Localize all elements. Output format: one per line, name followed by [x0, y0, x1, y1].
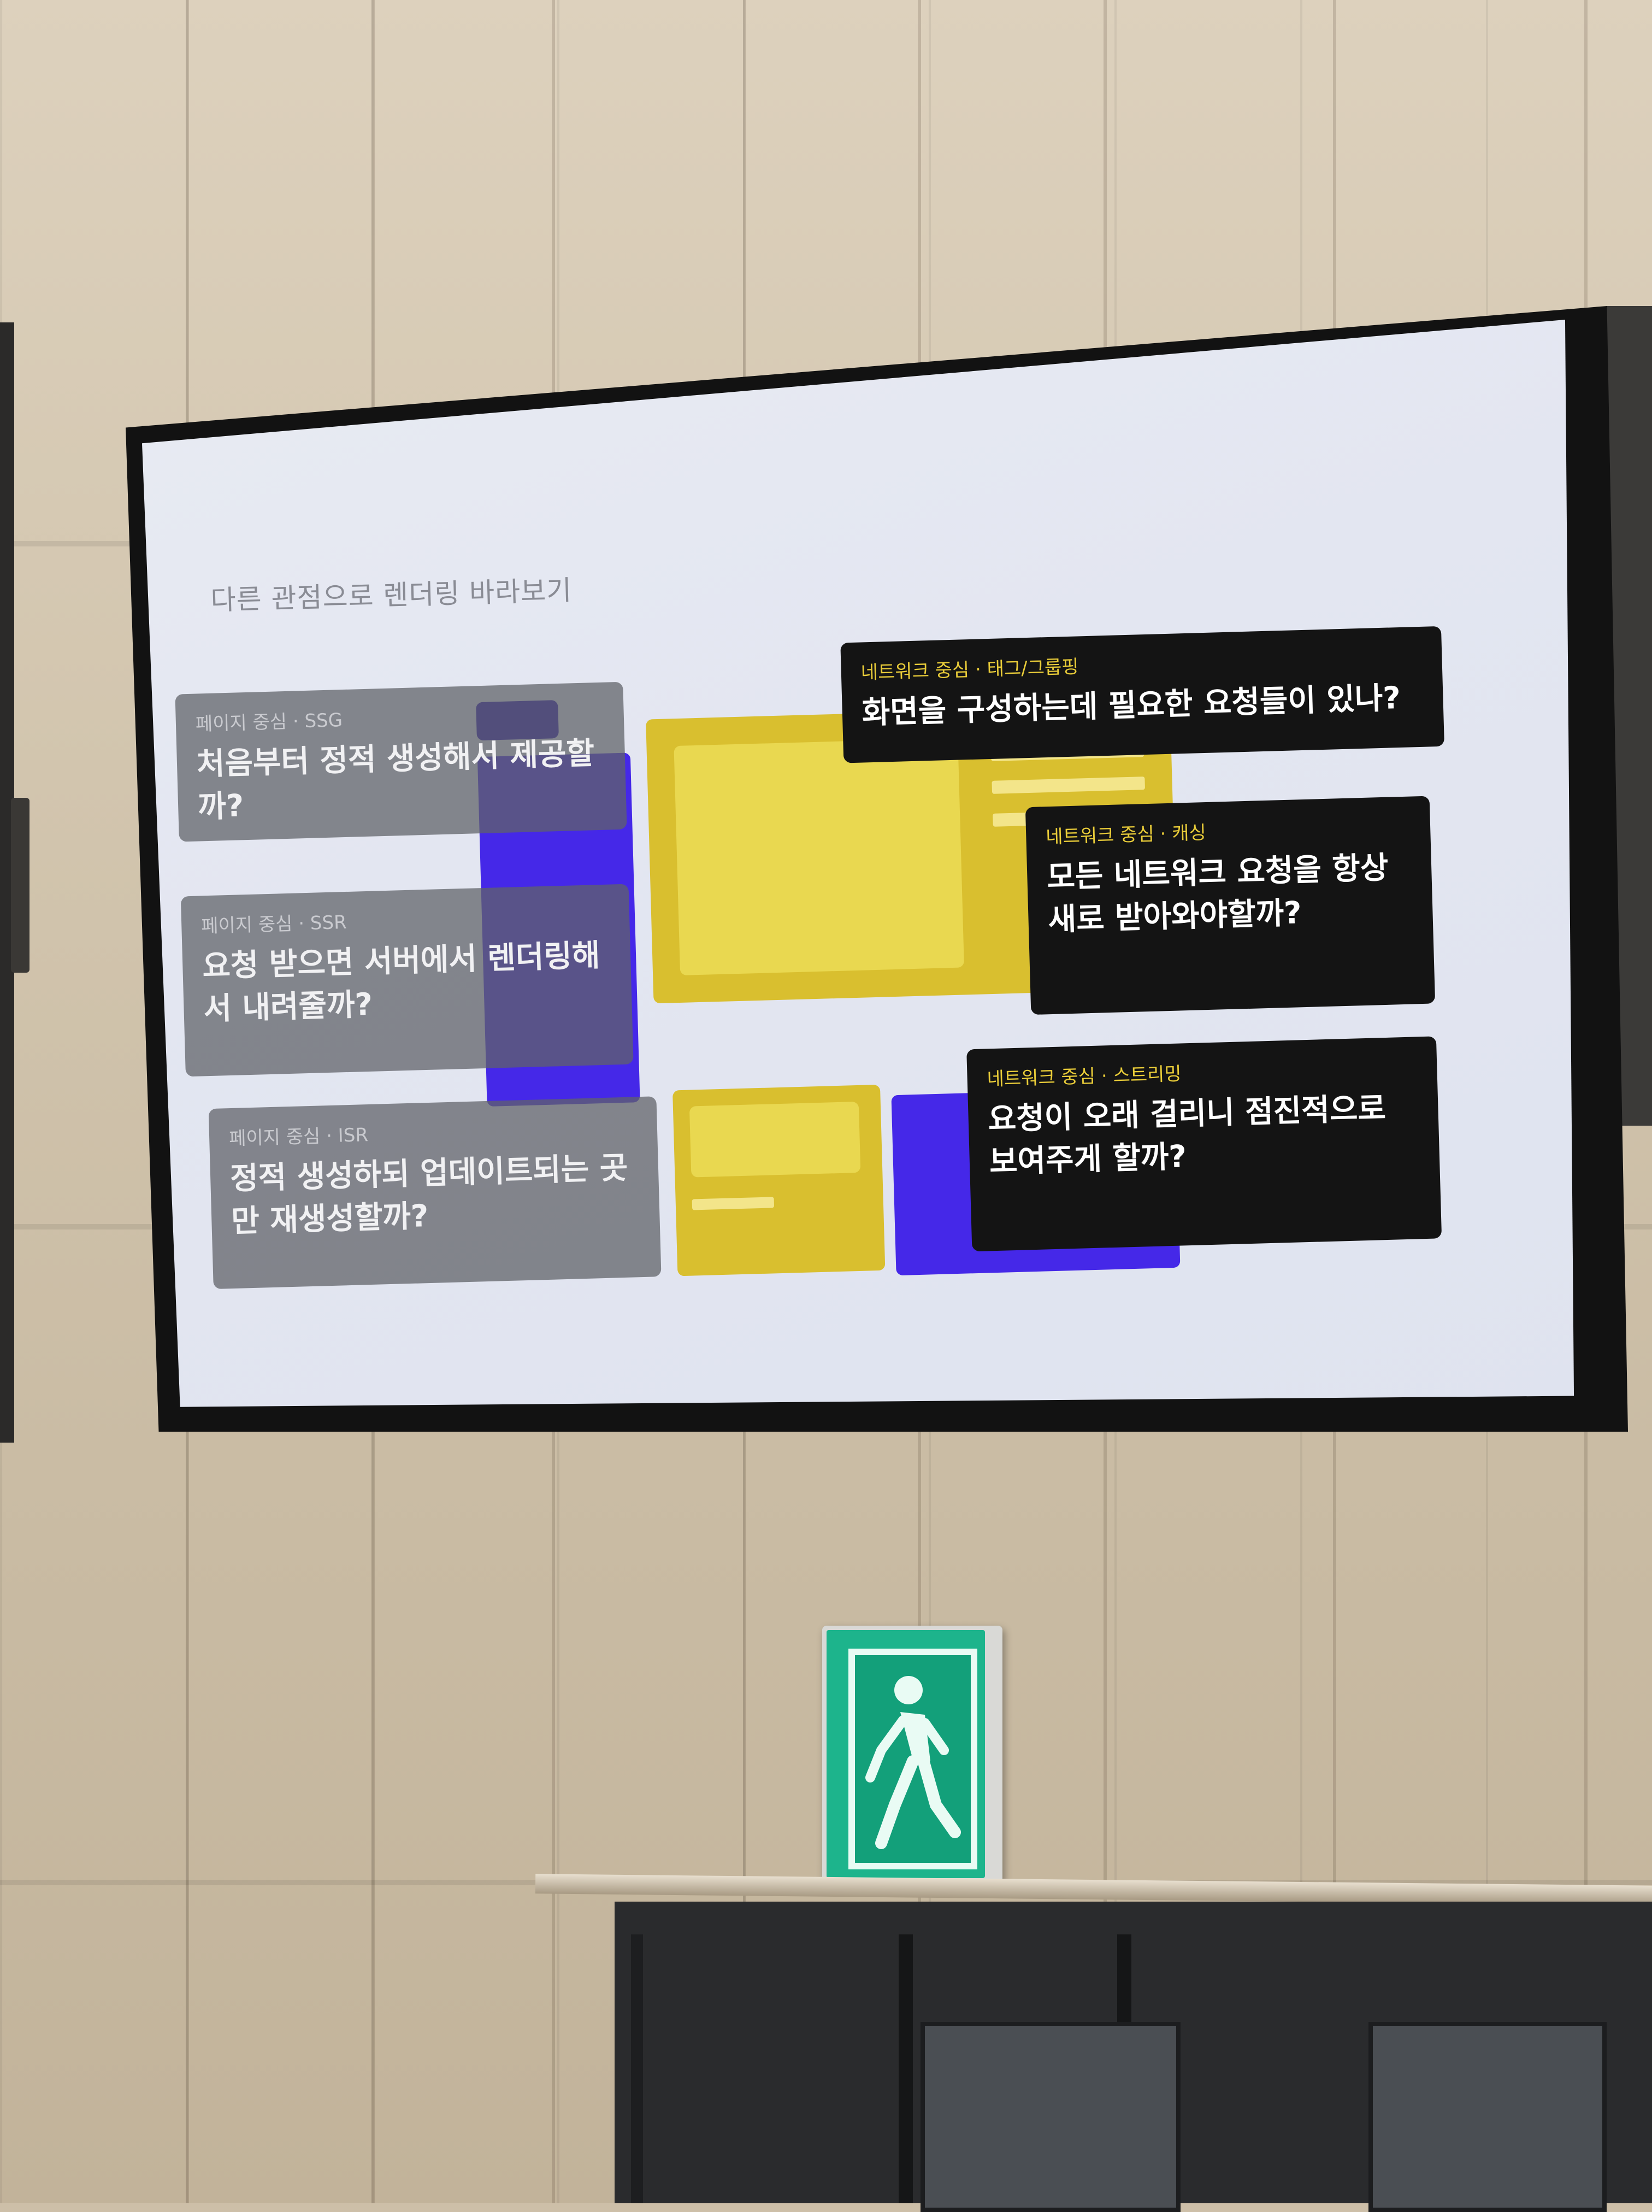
card-tag: 페이지 중심 · SSG: [195, 709, 343, 736]
presentation-slide: 다른 관점으로 렌더링 바라보기 페이지 중심 · SSG 처음부터 정적 생성…: [142, 320, 1574, 1407]
card-page-isr: 페이지 중심 · ISR 정적 생성하되 업데이트되는 곳만 재생성할까?: [208, 1096, 662, 1290]
card-tag: 네트워크 중심 · 태그/그룹핑: [860, 656, 1079, 684]
doorway-window: [921, 2022, 1181, 2212]
card-network-tag-grouping: 네트워크 중심 · 태그/그룹핑 화면을 구성하는데 필요한 요청들이 있나?: [840, 626, 1445, 763]
card-question: 정적 생성하되 업데이트되는 곳만 재생성할까?: [229, 1150, 629, 1240]
card-question: 처음부터 정적 생성해서 제공할까?: [196, 736, 595, 825]
card-network-caching: 네트워크 중심 · 캐싱 모든 네트워크 요청을 항상 새로 받아와야할까?: [1025, 796, 1436, 1015]
card-question: 요청이 오래 걸리니 점진적으로 보여주게 할까?: [987, 1091, 1386, 1180]
illustration-yellow-small-panel: [689, 1101, 861, 1178]
doorway-window: [1368, 2022, 1607, 2212]
card-tag: 네트워크 중심 · 스트리밍: [987, 1063, 1182, 1091]
card-page-ssr: 페이지 중심 · SSR 요청 받으면 서버에서 렌더링해서 내려줄까?: [180, 884, 634, 1077]
card-question: 모든 네트워크 요청을 항상 새로 받아와야할까?: [1046, 850, 1389, 938]
slide-title: 다른 관점으로 렌더링 바라보기: [210, 574, 573, 616]
emergency-exit-sign: [822, 1626, 1002, 1882]
card-tag: 페이지 중심 · SSR: [200, 911, 347, 938]
doorway-frame: [631, 1934, 643, 2203]
running-person-exit-icon: [865, 1676, 961, 1849]
doorway-post: [899, 1934, 913, 2203]
card-tag: 페이지 중심 · ISR: [228, 1124, 369, 1150]
card-page-ssg: 페이지 중심 · SSG 처음부터 정적 생성해서 제공할까?: [175, 681, 627, 842]
illustration-yellow-panel: [674, 738, 964, 975]
exit-sign-face: [827, 1630, 985, 1878]
tv-screen: 다른 관점으로 렌더링 바라보기 페이지 중심 · SSG 처음부터 정적 생성…: [142, 320, 1574, 1407]
card-question: 요청 받으면 서버에서 렌더링해서 내려줄까?: [202, 938, 601, 1027]
card-network-streaming: 네트워크 중심 · 스트리밍 요청이 오래 걸리니 점진적으로 보여주게 할까?: [966, 1036, 1442, 1252]
card-question: 화면을 구성하는데 필요한 요청들이 있나?: [861, 680, 1401, 731]
card-tag: 네트워크 중심 · 캐싱: [1045, 822, 1207, 849]
illustration-line: [692, 1197, 775, 1210]
left-wall-bracket: [11, 798, 30, 973]
dark-doorway: [615, 1902, 1652, 2212]
